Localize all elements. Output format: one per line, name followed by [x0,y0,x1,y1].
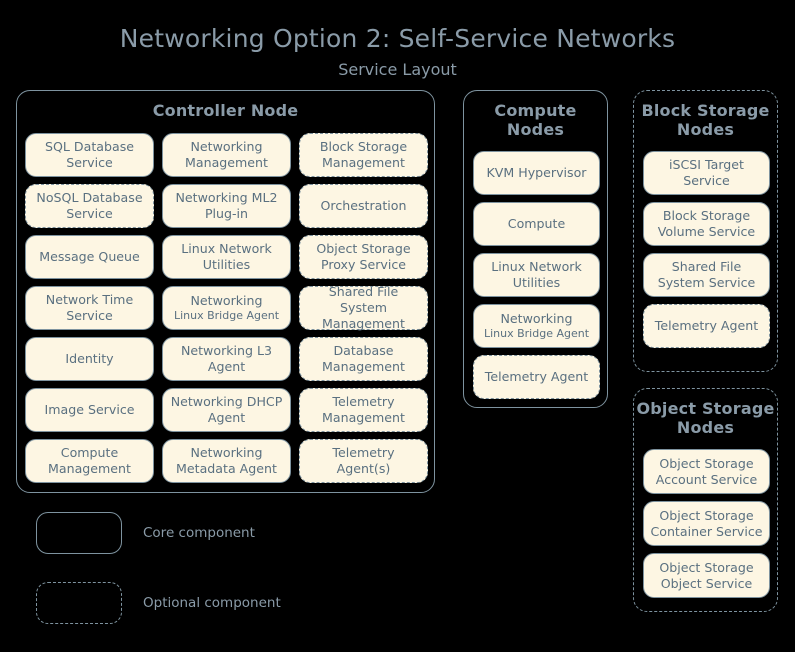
service-label: Networking [190,293,263,309]
service-label: Compute [507,216,566,232]
service-label: Telemetry Management [322,394,405,425]
service-box[interactable]: KVM Hypervisor [473,151,600,195]
service-label: Block Storage Management [319,139,408,170]
service-box[interactable]: Networking Management [162,133,291,177]
service-label: Linux Network Utilities [491,259,582,290]
service-box[interactable]: Compute Management [25,439,154,483]
service-label: Database Management [322,343,405,374]
service-sublabel: Linux Bridge Agent [483,326,590,340]
service-box[interactable]: Orchestration [299,184,428,228]
service-label: Networking DHCP Agent [170,394,283,425]
service-box[interactable]: Object Storage Object Service [643,553,770,598]
service-label: Object Storage Account Service [655,455,758,487]
service-label: KVM Hypervisor [486,165,587,181]
service-box[interactable]: Image Service [25,388,154,432]
page-subtitle: Service Layout [338,60,457,79]
service-box[interactable]: Block Storage Management [299,133,428,177]
service-box[interactable]: Telemetry Agent(s) [299,439,428,483]
service-label: Networking ML2 Plug-in [175,190,278,221]
service-label: Linux Network Utilities [181,241,272,272]
block-storage-nodes-title: Block Storage Nodes [641,101,770,139]
service-box[interactable]: Networking ML2 Plug-in [162,184,291,228]
service-label: Shared File System Management [322,284,405,331]
service-box[interactable]: Block Storage Volume Service [643,202,770,246]
service-sublabel: Linux Bridge Agent [173,308,280,322]
object-storage-nodes-container: Object Storage Nodes Object Storage Acco… [633,388,778,612]
service-box[interactable]: NoSQL Database Service [25,184,154,228]
controller-node-title: Controller Node [152,101,299,120]
legend-row-core: Core component [36,512,281,554]
service-box[interactable]: iSCSI Target Service [643,151,770,195]
service-label: Networking Management [185,139,268,170]
object-storage-nodes-title: Object Storage Nodes [636,399,775,437]
service-label: Shared File System Service [657,259,756,290]
service-box[interactable]: Object Storage Account Service [643,449,770,494]
service-label: Block Storage Volume Service [657,208,756,239]
compute-nodes-title: Compute Nodes [494,101,577,139]
service-box[interactable]: Identity [25,337,154,381]
service-label: Object Storage Proxy Service [316,241,411,272]
legend: Core component Optional component [36,512,281,652]
legend-label-core: Core component [143,525,255,541]
legend-label-optional: Optional component [143,595,281,611]
legend-swatch-optional [36,582,122,624]
service-label: Telemetry Agent [654,318,759,334]
service-box[interactable]: Object Storage Proxy Service [299,235,428,279]
service-label: Networking L3 Agent [180,343,273,374]
service-box[interactable]: Telemetry Management [299,388,428,432]
service-box[interactable]: Message Queue [25,235,154,279]
service-box[interactable]: Network Time Service [25,286,154,330]
service-box[interactable]: Linux Network Utilities [162,235,291,279]
service-label: Compute Management [48,445,131,476]
legend-row-optional: Optional component [36,582,281,624]
service-label: Telemetry Agent [484,369,589,385]
legend-swatch-core [36,512,122,554]
service-label: Image Service [44,402,135,418]
service-label: NoSQL Database Service [36,190,143,221]
service-label: SQL Database Service [44,139,135,170]
service-label: Telemetry Agent(s) [332,445,395,476]
block-storage-nodes-container: Block Storage Nodes iSCSI Target Service… [633,90,778,372]
page-title: Networking Option 2: Self-Service Networ… [119,24,676,53]
service-label: Message Queue [39,249,140,265]
service-label: Network Time Service [45,292,134,323]
service-box[interactable]: Linux Network Utilities [473,253,600,297]
service-box[interactable]: Database Management [299,337,428,381]
service-box[interactable]: Networking Metadata Agent [162,439,291,483]
service-box[interactable]: Networking DHCP Agent [162,388,291,432]
service-label: Object Storage Container Service [650,507,763,539]
service-label: Orchestration [320,198,407,214]
service-label: iSCSI Target Service [669,157,744,188]
service-label: Object Storage Object Service [659,559,754,591]
service-box[interactable]: SQL Database Service [25,133,154,177]
service-label: Networking [500,311,573,327]
controller-service-grid: SQL Database Service Networking Managemen… [25,133,428,483]
service-label: Networking Metadata Agent [176,445,277,476]
service-label: Identity [65,351,114,367]
service-box[interactable]: Networking L3 Agent [162,337,291,381]
service-box[interactable]: Shared File System Service [643,253,770,297]
service-box[interactable]: Telemetry Agent [473,355,600,399]
service-box[interactable]: Object Storage Container Service [643,501,770,546]
service-box[interactable]: Compute [473,202,600,246]
service-box[interactable]: Telemetry Agent [643,304,770,348]
service-box[interactable]: Shared File System Management [299,284,428,331]
